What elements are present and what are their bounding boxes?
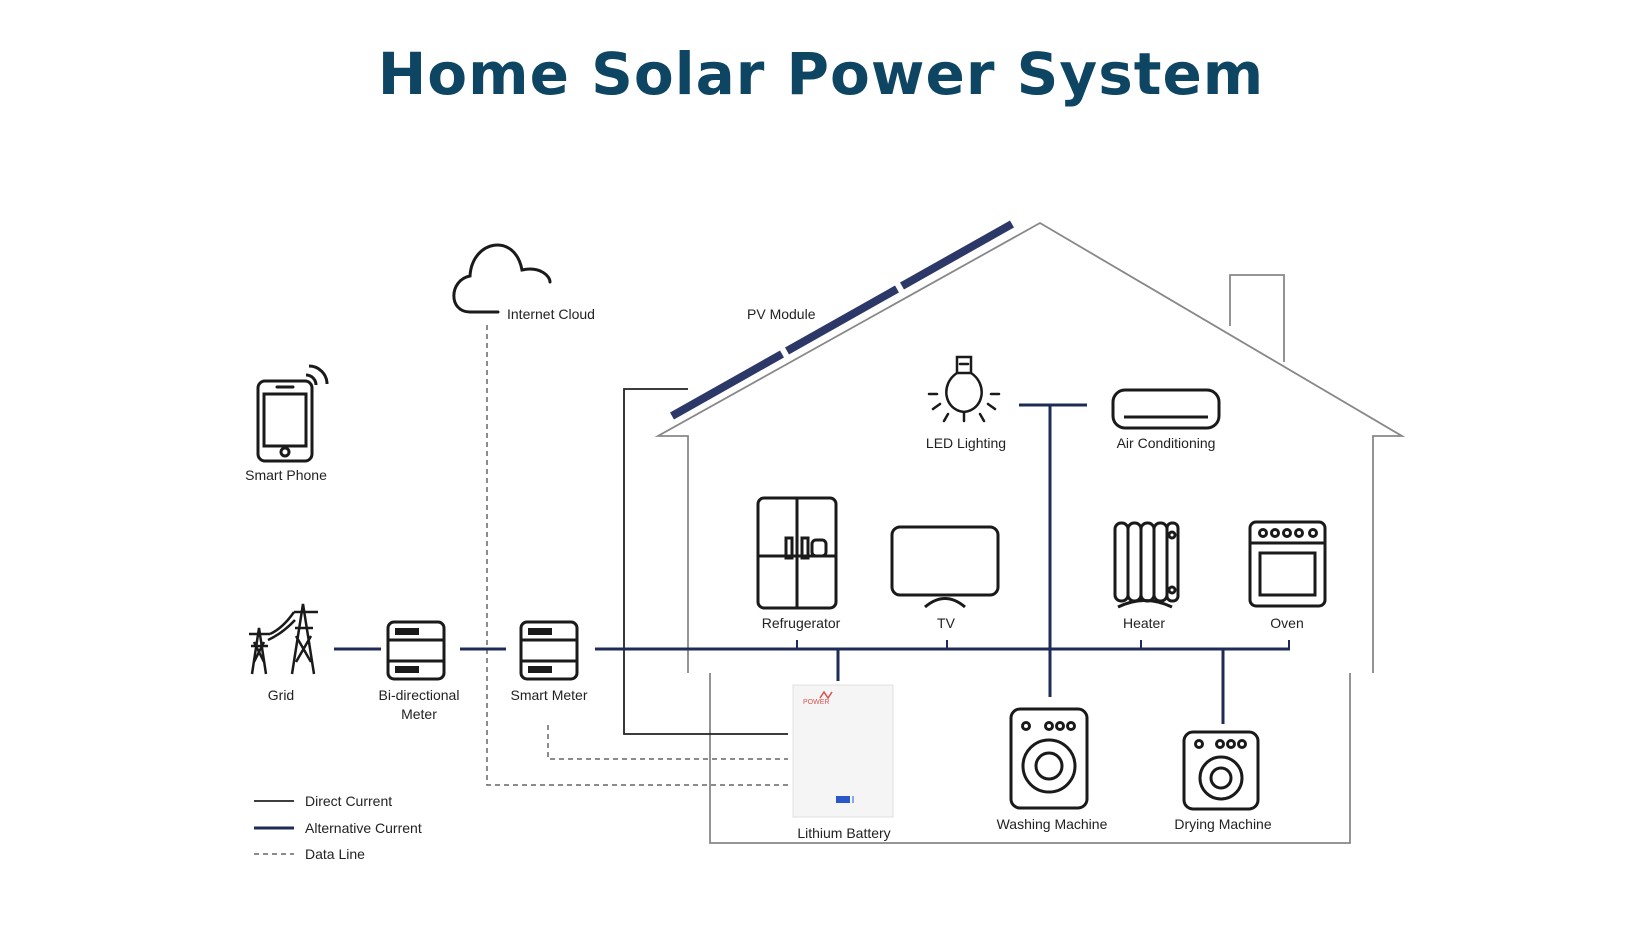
- legend-direct-current-label: Direct Current: [305, 793, 392, 809]
- data-lines: [486, 325, 788, 786]
- power-tower-icon: [249, 603, 318, 675]
- refrigerator-icon: [756, 496, 838, 610]
- cloud-icon: [452, 243, 552, 314]
- drying-machine-label: Drying Machine: [1174, 816, 1271, 832]
- led-lighting-label: LED Lighting: [926, 435, 1006, 451]
- smartphone-icon: [256, 364, 329, 463]
- house-outline: [654, 221, 1406, 844]
- page-title: Home Solar Power System: [377, 40, 1265, 108]
- dc-line-pv-to-battery: [623, 388, 788, 735]
- legend-alternative-current-label: Alternative Current: [305, 820, 422, 836]
- smart-phone-label: Smart Phone: [245, 467, 327, 483]
- air-conditioner-icon: [1111, 388, 1221, 430]
- washing-machine-icon: [1009, 707, 1089, 810]
- tv-icon: [890, 525, 1000, 609]
- grid-label: Grid: [268, 687, 294, 703]
- battery-brand: POWER: [803, 699, 829, 706]
- diagram-labels: Internet Cloud PV Module Smart Phone LED…: [245, 306, 1304, 841]
- legend: Direct Current Alternative Current Data …: [254, 793, 422, 862]
- smart-meter-label: Smart Meter: [510, 687, 587, 703]
- dryer-icon: [1182, 730, 1260, 811]
- meter-icon: [519, 620, 579, 681]
- washing-machine-label: Washing Machine: [997, 816, 1108, 832]
- heater-icon: [1113, 521, 1180, 609]
- ac-lines: [334, 403, 1290, 724]
- internet-cloud-label: Internet Cloud: [507, 306, 595, 322]
- bidirectional-meter-label-line2: Meter: [401, 706, 437, 722]
- oven-label: Oven: [1270, 615, 1303, 631]
- legend-data-line-label: Data Line: [305, 846, 365, 862]
- meter-icon: [386, 620, 446, 681]
- heater-label: Heater: [1123, 615, 1165, 631]
- oven-icon: [1248, 520, 1327, 608]
- lithium-battery-label: Lithium Battery: [797, 825, 890, 841]
- air-conditioning-label: Air Conditioning: [1117, 435, 1216, 451]
- solar-panel-icon: [670, 220, 1014, 420]
- battery-icon: POWER: [792, 684, 894, 818]
- pv-module-label: PV Module: [747, 306, 816, 322]
- tv-label: TV: [937, 615, 956, 631]
- refrigerator-label: Refrugerator: [762, 615, 841, 631]
- bidirectional-meter-label-line1: Bi-directional: [379, 687, 460, 703]
- bulb-icon: [927, 355, 1001, 423]
